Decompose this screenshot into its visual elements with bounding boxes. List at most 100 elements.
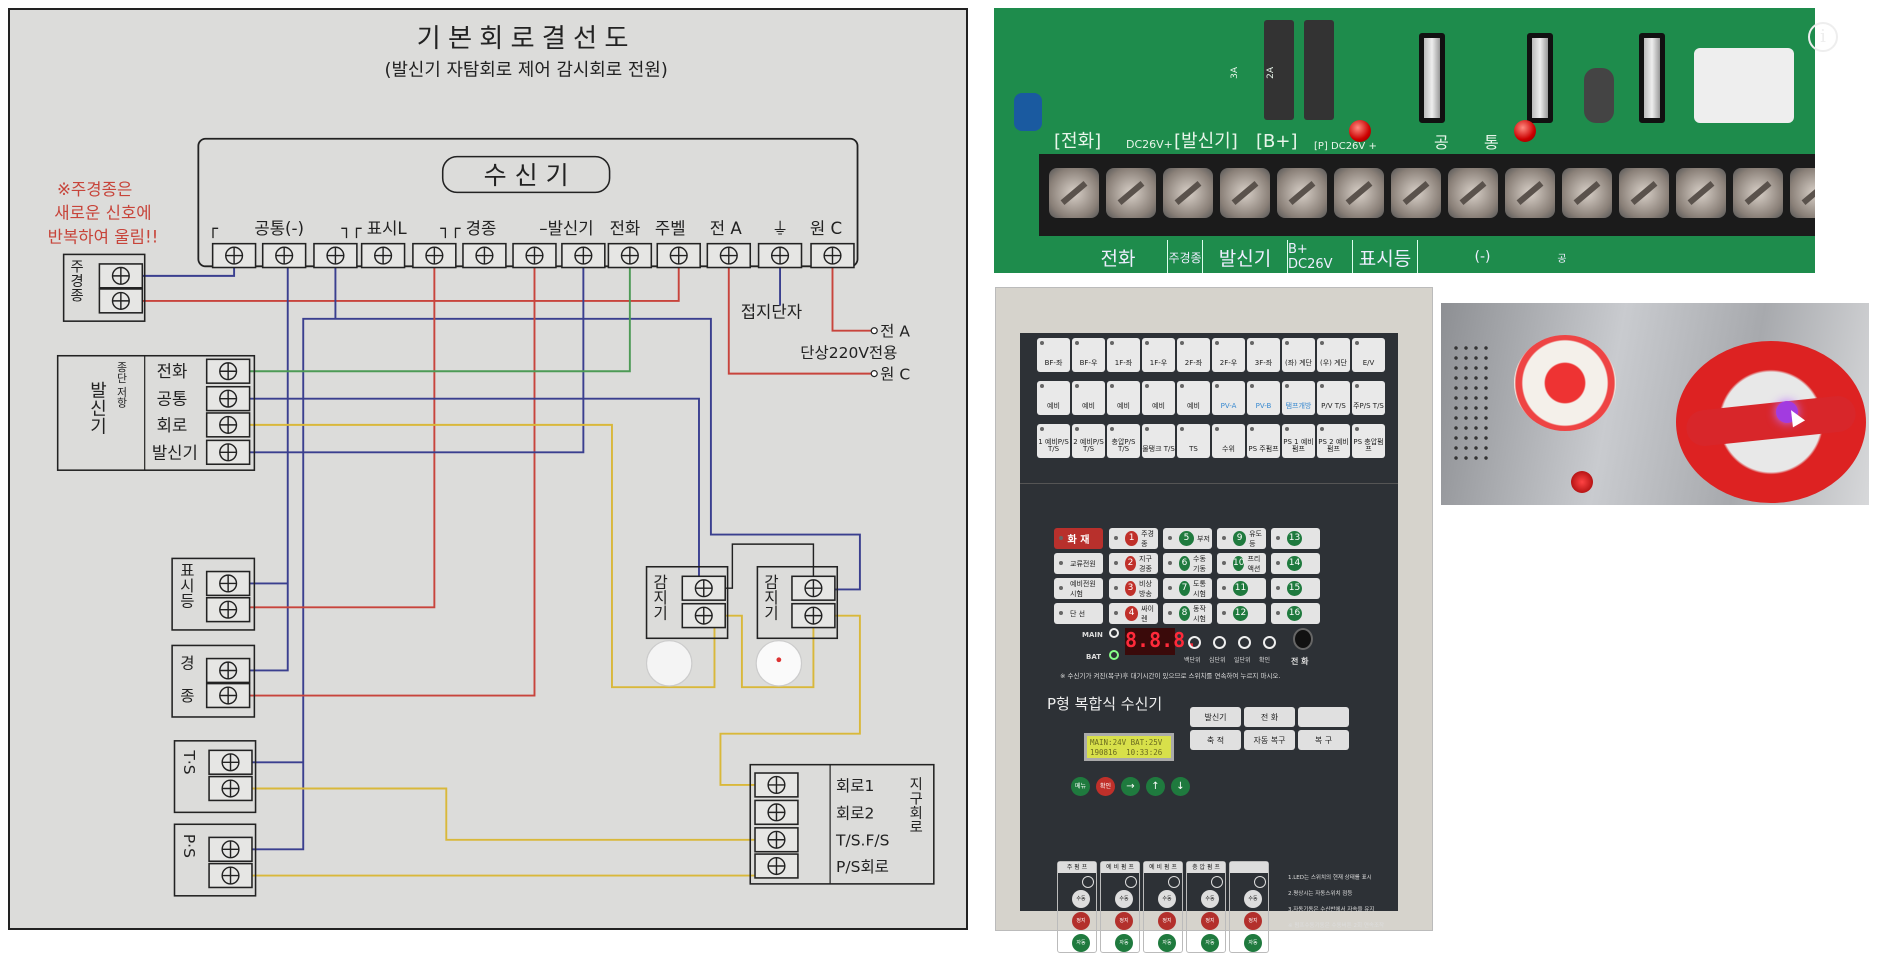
indicator-button[interactable]: 12: [1217, 603, 1266, 624]
status-indicator-0: 화 재: [1054, 528, 1103, 549]
svg-text:회로: 회로: [157, 416, 188, 435]
terminal-screw-icon: [205, 657, 251, 684]
terminal-screw-icon: [1391, 168, 1441, 218]
function-button[interactable]: 복 구: [1298, 730, 1349, 750]
svg-text:공통(-): 공통(-): [254, 219, 304, 238]
function-button[interactable]: 전 화: [1244, 707, 1295, 727]
wiring-diagram: 기본회로결선도 (발신기 자탐회로 제어 감시회로 전원) 수 신 기 ┌ 공통…: [8, 8, 968, 930]
zone-indicator: PS 주펌프: [1247, 424, 1280, 458]
digit-button-label: 확인: [1259, 657, 1271, 664]
pump-confirm-button[interactable]: 확인: [1211, 876, 1223, 888]
pump-manual-button[interactable]: 수동: [1072, 890, 1090, 908]
indicator-lamp-label: 표시등: [177, 562, 195, 609]
indicator-lamp-box: [171, 557, 256, 631]
indicator-button[interactable]: 14: [1271, 553, 1320, 574]
diagram-title: 기본회로결선도: [417, 24, 636, 54]
pcb-label-common-1: 공: [1434, 133, 1449, 152]
terminal-screw-icon: [791, 602, 836, 629]
function-button[interactable]: [1298, 707, 1349, 727]
nav-button[interactable]: →: [1121, 777, 1140, 796]
digit-button[interactable]: [1213, 636, 1226, 649]
terminal-screw-icon: [1220, 168, 1270, 218]
terminal-screw-icon: [205, 682, 251, 709]
zone-indicator: 탬프개방: [1282, 381, 1315, 415]
pump-stop-button[interactable]: 정지: [1115, 912, 1133, 930]
zone-indicator: 예비: [1072, 381, 1105, 415]
info-icon[interactable]: i: [1808, 22, 1838, 52]
nav-button[interactable]: ↓: [1171, 777, 1190, 796]
fuse-rating-2a: 2A: [1266, 67, 1276, 79]
terminal-screw-icon: [1106, 168, 1156, 218]
seven-segment-display: 8.8.8.: [1125, 628, 1197, 655]
nav-button[interactable]: 메뉴: [1071, 777, 1090, 796]
digit-button-label: 일단위: [1234, 657, 1251, 664]
pump-confirm-button[interactable]: 확인: [1125, 876, 1137, 888]
svg-text:회로1: 회로1: [836, 777, 874, 795]
terminal-screw-icon: [208, 836, 253, 863]
function-button[interactable]: 자동 복구: [1244, 730, 1295, 750]
indicator-button[interactable]: 15: [1271, 578, 1320, 599]
zone-indicator: PV-A: [1212, 381, 1245, 415]
function-button[interactable]: 발신기: [1190, 707, 1241, 727]
pump-auto-button[interactable]: 자동: [1072, 934, 1090, 952]
pump-stop-button[interactable]: 정지: [1072, 912, 1090, 930]
digit-button[interactable]: [1238, 636, 1251, 649]
pump-stop-button[interactable]: 정지: [1201, 912, 1219, 930]
terminal-screw-icon: [313, 242, 358, 269]
pcb-bottom-lamp: 표시등: [1352, 240, 1417, 273]
indicator-button[interactable]: 11: [1217, 578, 1266, 599]
svg-text:P/S회로: P/S회로: [836, 858, 889, 876]
pump-stop-button[interactable]: 정지: [1158, 912, 1176, 930]
pcb-bottom-minus: (-): [1417, 240, 1547, 273]
terminal-screw-icon: [205, 385, 251, 412]
svg-text:원 C: 원 C: [810, 219, 842, 238]
function-button[interactable]: 축 적: [1190, 730, 1241, 750]
terminal-screw-icon: [208, 749, 253, 775]
pump-auto-button[interactable]: 자동: [1201, 934, 1219, 952]
indicator-label: 유도등: [1249, 529, 1262, 548]
transmitter-box: [56, 354, 256, 471]
indicator-button[interactable]: 16: [1271, 603, 1320, 624]
red-led-icon: [1349, 120, 1371, 142]
pump-header: 예 비 펌 프: [1101, 862, 1139, 873]
indicator-lamp-icon: [1571, 471, 1593, 493]
indicator-label: 도통시험: [1193, 579, 1206, 598]
terminal-screw-icon: [681, 575, 726, 601]
pump-stop-button[interactable]: 정지: [1244, 912, 1262, 930]
pump-confirm-button[interactable]: 확인: [1082, 876, 1094, 888]
pump-auto-button[interactable]: 자동: [1115, 934, 1133, 952]
pump-manual-button[interactable]: 수동: [1201, 890, 1219, 908]
digit-button[interactable]: [1188, 636, 1201, 649]
svg-text:주벨: 주벨: [655, 219, 686, 238]
bell-label: 경종: [177, 655, 195, 720]
pump-confirm-button[interactable]: 확인: [1254, 876, 1266, 888]
terminal-screw-icon: [205, 596, 251, 623]
pump-auto-button[interactable]: 자동: [1158, 934, 1176, 952]
pump-confirm-button[interactable]: 확인: [1168, 876, 1180, 888]
fuse-icon: [1527, 33, 1553, 123]
pump-manual-button[interactable]: 수동: [1115, 890, 1133, 908]
pump-auto-button[interactable]: 자동: [1244, 934, 1262, 952]
pump-manual-button[interactable]: 수동: [1244, 890, 1262, 908]
nav-button[interactable]: 확인: [1096, 777, 1115, 796]
indicator-label: 싸이렌: [1141, 604, 1154, 623]
main-bell-note: ※주경종은 새로운 신호에 반복하여 울림!!: [48, 180, 159, 247]
digit-button[interactable]: [1263, 636, 1276, 649]
svg-text:전 A: 전 A: [710, 219, 743, 238]
phone-jack-icon[interactable]: [1293, 628, 1313, 650]
nav-button[interactable]: ↑: [1146, 777, 1165, 796]
fire-bell-icon: [1514, 335, 1616, 431]
indicator-button[interactable]: 13: [1271, 528, 1320, 549]
pump-manual-button[interactable]: 수동: [1158, 890, 1176, 908]
zone-circuit-label: 지구회로: [907, 776, 923, 834]
